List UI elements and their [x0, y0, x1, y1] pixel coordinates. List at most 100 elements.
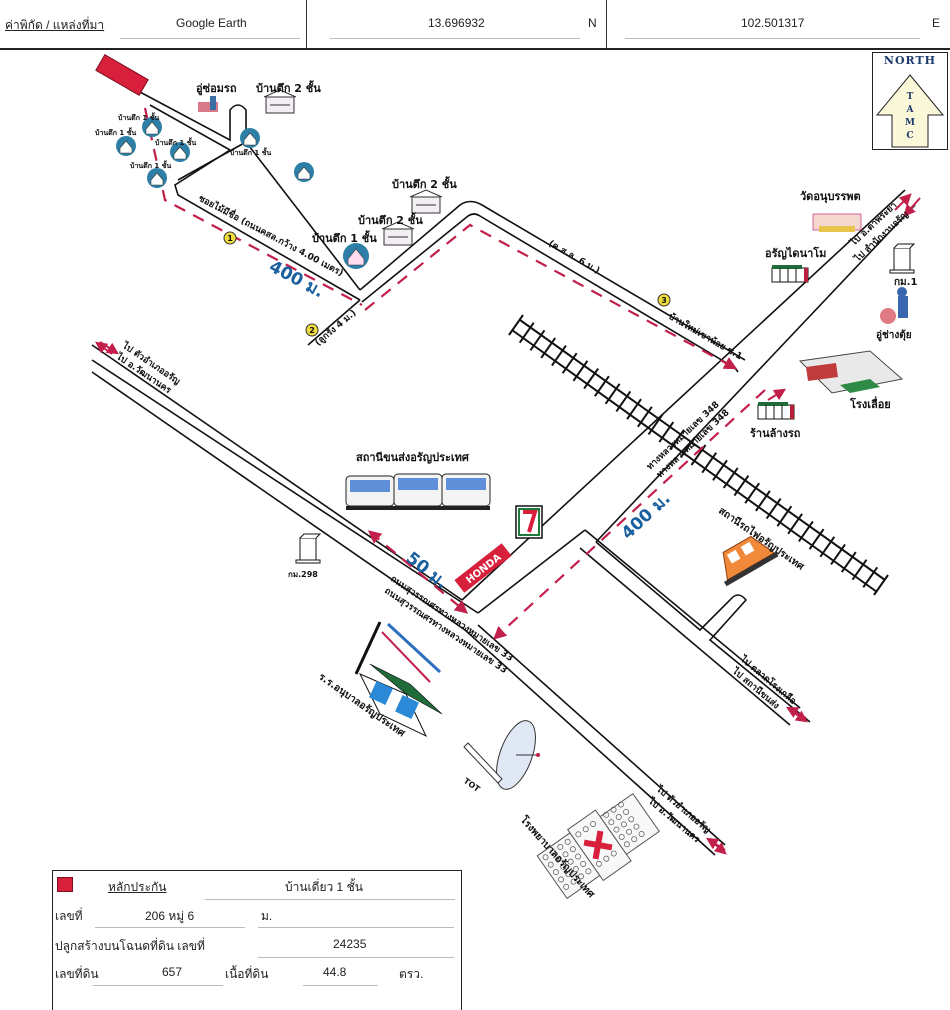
- header-divider: [606, 0, 607, 48]
- sawmill-icon: [798, 350, 904, 394]
- hospital-window: [575, 831, 582, 838]
- underline: [303, 985, 378, 986]
- railway-tie: [508, 314, 524, 336]
- hospital-window: [565, 871, 572, 878]
- hospital-window: [603, 811, 610, 818]
- hospital-window: [562, 851, 569, 858]
- hospital-window: [575, 853, 581, 860]
- label-house: บ้านตึก 1 ชั้น: [155, 136, 196, 147]
- two-storey-house-icon: [381, 221, 415, 246]
- hospital-window: [596, 860, 602, 867]
- arrow-icon: [705, 837, 726, 851]
- label-garage: อู่ซ่อมรถ: [196, 82, 237, 96]
- collateral-legend: หลักประกัน บ้านเดี่ยว 1 ชั้น เลขที่ 206 …: [52, 870, 462, 1010]
- marker-label: 2: [309, 326, 315, 335]
- source-label: ค่าพิกัด / แหล่งที่มา: [5, 18, 105, 32]
- road-hwy348-east-a: [477, 529, 586, 614]
- road-label: ถนนสุวรรณศรทางหลวงหมายเลข 33: [388, 574, 514, 664]
- railway-tie: [808, 528, 825, 550]
- bus-station-icon: [345, 473, 491, 510]
- railway-tie: [679, 436, 696, 458]
- latitude-direction: N: [588, 16, 597, 30]
- road-label: ถนนสุวรรณศรทางหลวงหมายเลข 33: [382, 586, 508, 676]
- deed-label: ปลูกสร้างบนโฉนดที่ดิน เลขที่: [55, 939, 205, 953]
- train-station-icon: [722, 535, 779, 587]
- railway-tie: [712, 459, 728, 481]
- route-path: [143, 107, 766, 640]
- railway-tie: [529, 329, 546, 351]
- marker-label: 3: [661, 296, 667, 305]
- hospital-window: [638, 831, 645, 837]
- railway: [508, 314, 889, 596]
- direction-arrows: [95, 193, 921, 855]
- hospital-window: [628, 816, 635, 823]
- arrow-icon: [903, 197, 921, 217]
- label-house: บ้านตึก 1 ชั้น: [95, 126, 136, 137]
- label-temple: วัดอนุบรรพต: [800, 190, 861, 204]
- hospital-window: [590, 821, 597, 827]
- label-house: บ้านตึก 2 ชั้น: [392, 176, 457, 191]
- area-label: เนื้อที่ดิน: [225, 967, 269, 981]
- shop-icon: [771, 265, 809, 283]
- area-unit: ตรว.: [399, 967, 424, 981]
- longitude-value: 102.501317: [741, 16, 805, 30]
- collateral-value: บ้านเดี่ยว 1 ชั้น: [285, 880, 363, 894]
- map-canvas: HONDA 1 2 3 อู่ซ่อมร: [91, 54, 921, 901]
- label-house: บ้านตึก 1 ชั้น: [312, 230, 377, 245]
- north-title: NORTH: [883, 54, 937, 67]
- source-underline: [120, 38, 300, 39]
- railway-tie: [561, 352, 578, 374]
- label-tot: TOT: [462, 776, 482, 794]
- marker-label: 1: [227, 234, 233, 243]
- road-market-c: [579, 547, 791, 726]
- underline: [95, 927, 245, 928]
- marker-1: 1: [223, 231, 237, 245]
- road-hwy348-east-b: [595, 204, 916, 543]
- hospital-window: [617, 801, 624, 808]
- arrow-icon: [99, 341, 120, 355]
- hospital-window: [558, 876, 565, 883]
- railway-tie: [690, 444, 707, 466]
- longitude-direction: E: [932, 16, 941, 30]
- railway-tie: [518, 322, 535, 344]
- road-label: บ้านใหม่เขาน้อย ซ.1: [667, 310, 745, 362]
- hospital-window: [633, 823, 640, 830]
- house-icon: [116, 136, 136, 156]
- hospital-window: [631, 836, 638, 843]
- hospital-window: [615, 814, 622, 821]
- railway-tie: [873, 574, 889, 596]
- label-house: บ้านตึก 2 ชั้น: [358, 212, 423, 227]
- route-segment: [493, 389, 766, 640]
- latitude-underline: [330, 38, 580, 39]
- collateral-plot[interactable]: [95, 54, 149, 96]
- hospital-window: [608, 819, 615, 826]
- house-icon: [170, 142, 190, 162]
- railway-tie: [572, 360, 589, 382]
- railway-tie: [755, 490, 771, 512]
- underline: [93, 985, 223, 986]
- railway-tie: [840, 551, 857, 573]
- label-shop: อรัญไดนาโม: [765, 246, 826, 260]
- label-house: บ้านตึก 2 ชั้น: [256, 80, 321, 95]
- arrow-icon: [785, 706, 807, 719]
- house-icon: [240, 128, 260, 148]
- road-lane-south: [361, 213, 739, 373]
- underline: [258, 957, 454, 958]
- north-letter: A: [906, 105, 915, 115]
- temple-icon: [812, 213, 862, 232]
- moo-label: ม.: [261, 909, 273, 923]
- house-icon: [343, 243, 369, 269]
- hospital-window: [564, 838, 571, 845]
- railway-tie: [798, 520, 814, 543]
- railway-ties: [508, 314, 889, 596]
- label-house: บ้านตึก 1 ชั้น: [230, 146, 271, 157]
- railway-tie: [658, 421, 675, 443]
- label-bus-station: สถานีขนส่งอรัญประเทศ: [356, 451, 470, 464]
- landmark-icons: HONDA: [295, 213, 916, 900]
- source-value: Google Earth: [176, 16, 247, 30]
- north-letter: T: [907, 92, 914, 102]
- land-no-label: เลขที่ดิน: [55, 967, 99, 981]
- two-storey-house-icon: [263, 89, 297, 114]
- collateral-swatch: [57, 877, 73, 892]
- school-icon: [354, 621, 443, 738]
